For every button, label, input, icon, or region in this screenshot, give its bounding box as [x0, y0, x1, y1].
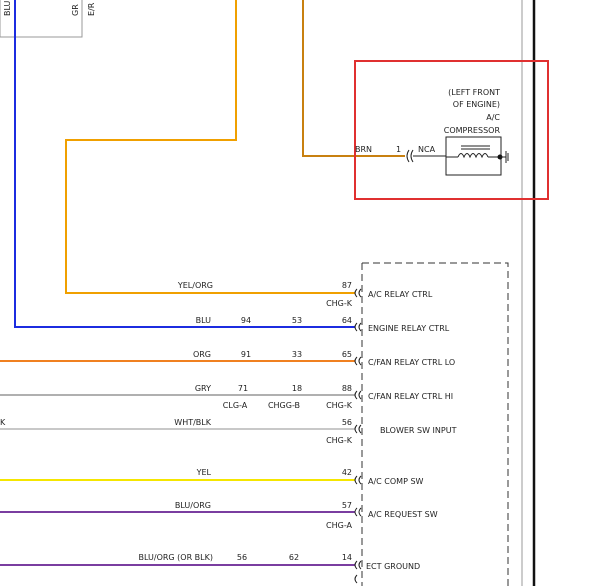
row-7: BLU/ORG (OR BLK) 56 62 14 ECT GROUND: [138, 553, 420, 571]
compressor-name-2: COMPRESSOR: [444, 126, 501, 135]
blu-wire: [14, 0, 355, 328]
compressor-name-1: A/C: [486, 113, 500, 122]
wire-color-label: ORG: [193, 350, 211, 359]
circuit-1-label: 94: [241, 316, 251, 325]
circuit-1-label: 91: [241, 350, 251, 359]
row-3: GRY 71 18 CLG-A CHGG-B 88 CHG-K C/FAN RE…: [195, 384, 453, 410]
coil-icon: [457, 153, 489, 159]
circuit-2-label: 18: [292, 384, 302, 393]
pin-label: 42: [342, 468, 352, 477]
wire-color-label: GRY: [195, 384, 211, 393]
connector-label: CHG-K: [326, 401, 353, 410]
wire-color-label: BLU: [196, 316, 212, 325]
function-label: ENGINE RELAY CTRL: [368, 324, 450, 333]
circuit-2-connector: CHGG-B: [268, 401, 300, 410]
function-label: C/FAN RELAY CTRL HI: [368, 392, 453, 401]
wire-color-label: BLU/ORG (OR BLK): [138, 553, 213, 562]
row-1: BLU 94 53 64 ENGINE RELAY CTRL: [196, 316, 450, 333]
connector-icon: [354, 560, 362, 570]
compressor-nca: NCA: [418, 145, 436, 154]
function-label: ECT GROUND: [366, 562, 420, 571]
top-left-box: [0, 0, 83, 38]
connector-icon: [354, 288, 362, 298]
connector-icon: [354, 424, 362, 434]
wire-color-label: YEL/ORG: [177, 281, 213, 290]
pin-label: 65: [342, 350, 352, 359]
left-edge-k: K: [0, 418, 6, 427]
row-6: BLU/ORG 57 CHG-A A/C REQUEST SW: [175, 501, 438, 530]
function-label: BLOWER SW INPUT: [380, 426, 457, 435]
row-5: YEL 42 A/C COMP SW: [196, 468, 424, 486]
connector-icon: [354, 390, 362, 400]
wire-color-label: BLU/ORG: [175, 501, 211, 510]
connector-icon: [354, 322, 362, 332]
wire-color-label: YEL: [196, 468, 212, 477]
circuit-2-label: 53: [292, 316, 302, 325]
connector-icon: [354, 475, 362, 485]
pcm-dashed-box: [361, 262, 509, 586]
connector-icon: [354, 574, 358, 584]
pin-label: 64: [342, 316, 352, 325]
wire-color-label: WHT/BLK: [174, 418, 211, 427]
compressor-body: [445, 136, 502, 176]
compressor-location-1: (LEFT FRONT: [448, 88, 500, 97]
circuit-1-label: 56: [237, 553, 247, 562]
function-label: A/C RELAY CTRL: [368, 290, 433, 299]
connector-label: CHG-K: [326, 299, 353, 308]
compressor-wire-color: BRN: [355, 145, 372, 154]
top-left-er-label: E/R: [87, 2, 96, 16]
row-0: YEL/ORG 87 CHG-K A/C RELAY CTRL: [177, 281, 433, 308]
pin-label: 88: [342, 384, 352, 393]
pin-label: 56: [342, 418, 352, 427]
compressor-highlight: [354, 60, 549, 200]
row-2: ORG 91 33 65 C/FAN RELAY CTRL LO: [193, 350, 455, 367]
yel-org-wire: [65, 0, 355, 294]
circuit-2-label: 33: [292, 350, 302, 359]
circuit-1-connector: CLG-A: [223, 401, 248, 410]
connector-label: CHG-K: [326, 436, 353, 445]
compressor-connector-icon: [406, 149, 414, 163]
compressor-pin: 1: [396, 145, 401, 154]
connector-icon: [354, 356, 362, 366]
connector-label: CHG-A: [326, 521, 353, 530]
brn-wire: [302, 0, 405, 157]
row-4: K WHT/BLK 56 CHG-K BLOWER SW INPUT: [0, 418, 457, 445]
compressor-location-2: OF ENGINE): [453, 100, 500, 109]
function-label: A/C COMP SW: [368, 477, 424, 486]
circuit-2-label: 62: [289, 553, 299, 562]
top-left-blu-label: BLU: [3, 0, 12, 16]
pin-label: 14: [342, 553, 352, 562]
function-label: C/FAN RELAY CTRL LO: [368, 358, 455, 367]
pin-label: 87: [342, 281, 352, 290]
function-label: A/C REQUEST SW: [368, 510, 438, 519]
pin-label: 57: [342, 501, 352, 510]
connector-icon: [354, 507, 362, 517]
top-left-gr-label: GR: [71, 4, 80, 16]
circuit-1-label: 71: [238, 384, 248, 393]
